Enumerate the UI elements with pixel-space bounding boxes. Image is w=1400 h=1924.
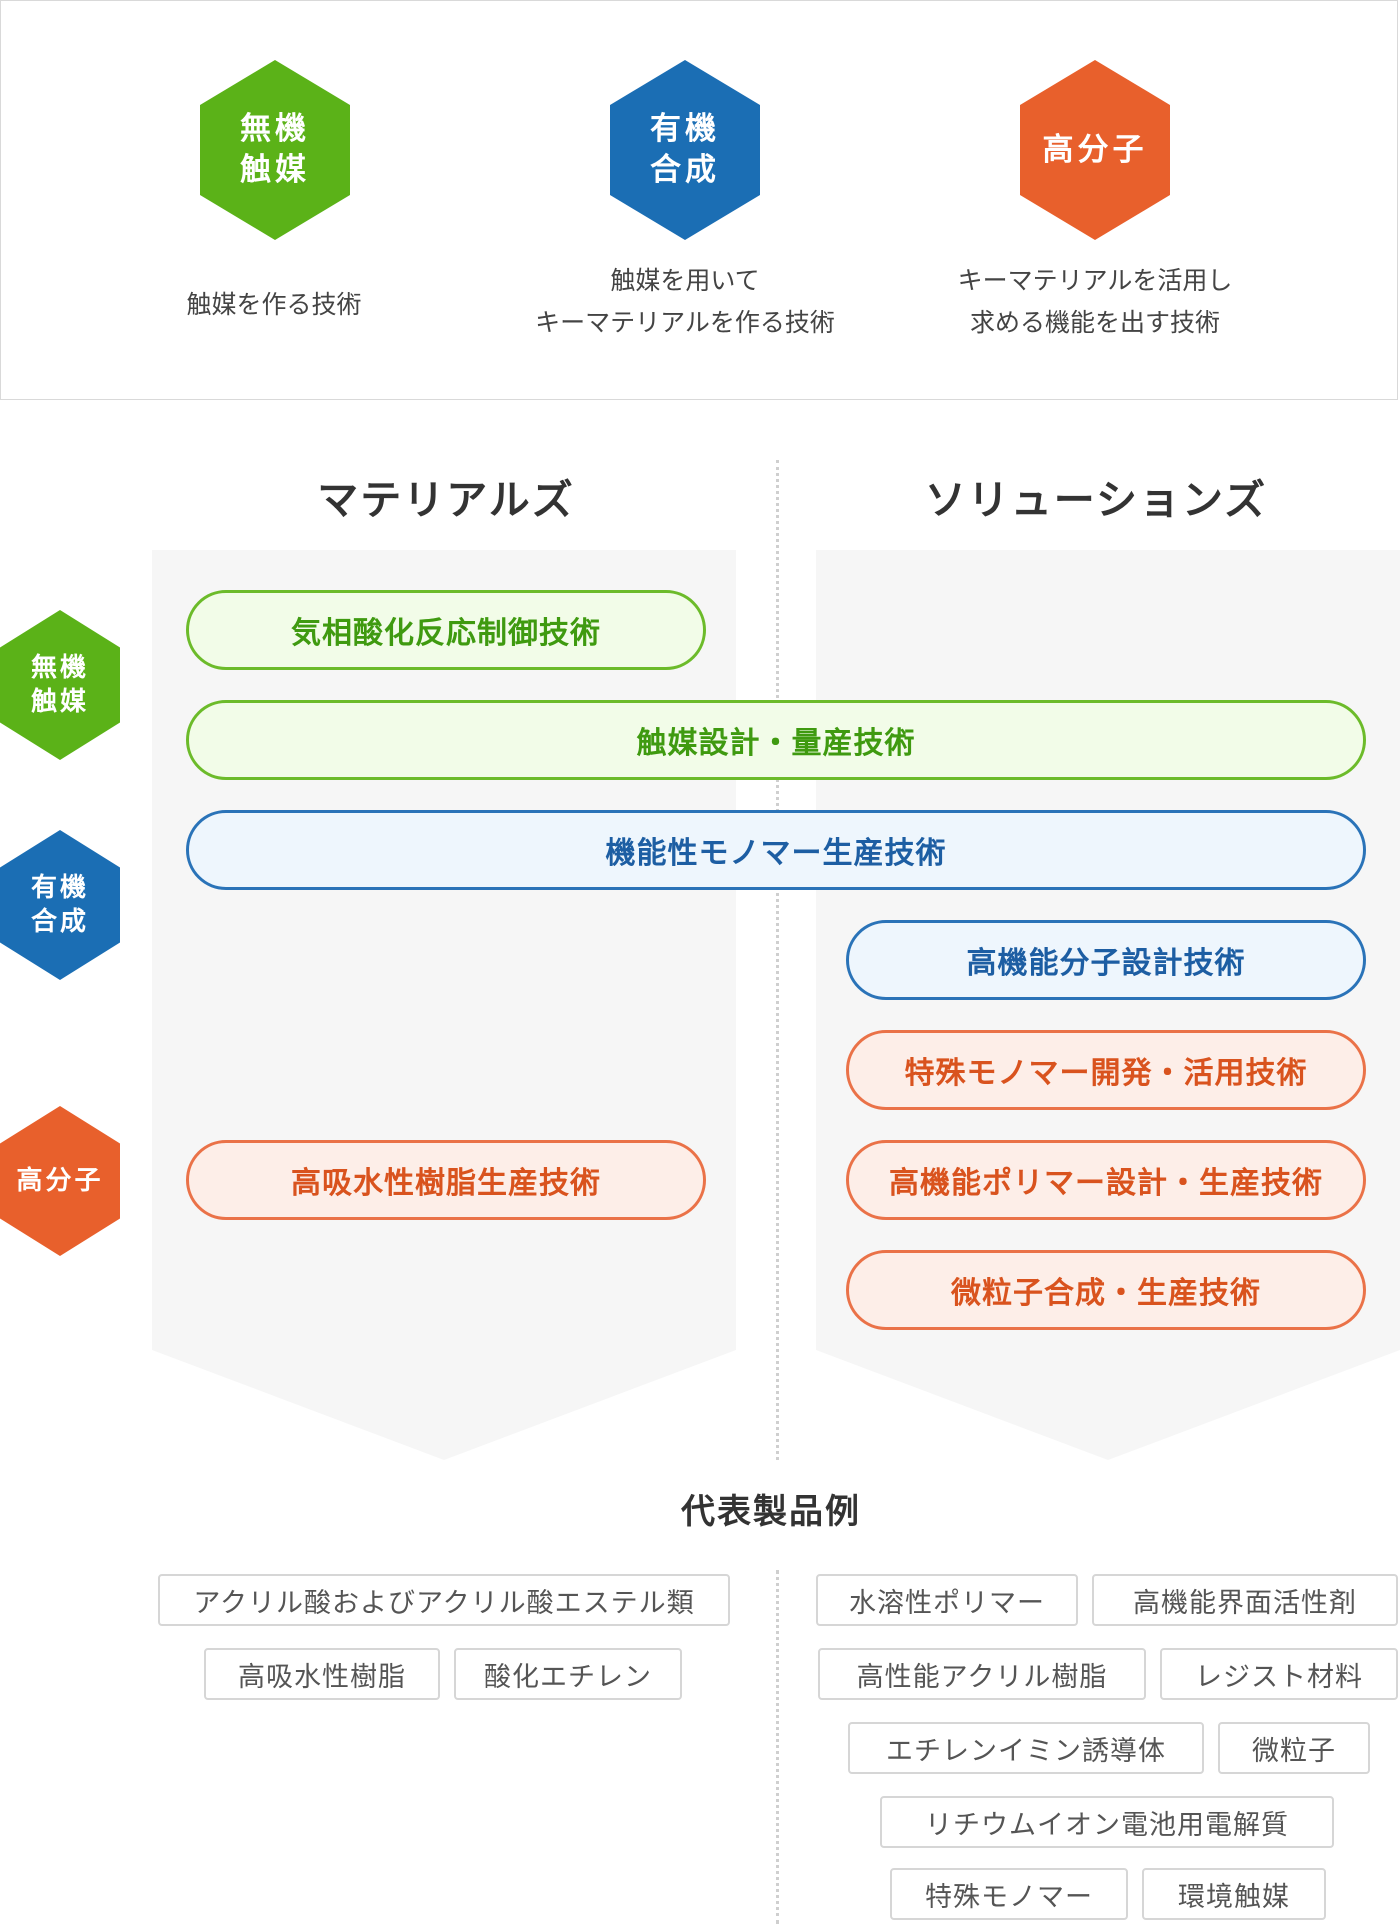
hex-label-line: 合成 [30, 907, 89, 937]
materials-arrow-shape [152, 550, 736, 1460]
tech-functional-polymer-design: 高機能ポリマー設計・生産技術 [846, 1140, 1366, 1220]
product-tag: 高性能アクリル樹脂 [818, 1648, 1146, 1700]
product-tag: 酸化エチレン [454, 1648, 682, 1700]
description-line: 触媒を用いて [610, 266, 760, 295]
hex-label-line: 無機 [240, 111, 310, 147]
hex-label-line: 有機 [650, 111, 720, 147]
side-hex-polymer: 高分子 [0, 1106, 120, 1256]
description-organic: 触媒を用いて キーマテリアルを作る技術 [480, 260, 890, 344]
hex-inorganic-catalyst: 無機 触媒 [200, 60, 350, 240]
hex-label-line: 高分子 [1042, 131, 1148, 168]
product-tag: レジスト材料 [1160, 1648, 1398, 1700]
product-tag: 水溶性ポリマー [816, 1574, 1078, 1626]
hex-polymer: 高分子 [1020, 60, 1170, 240]
side-hex-organic-synthesis: 有機 合成 [0, 830, 120, 980]
side-hex-inorganic-catalyst: 無機 触媒 [0, 610, 120, 760]
column-heading-materials: マテリアルズ [317, 476, 575, 524]
products-divider [776, 1570, 779, 1924]
products-title: 代表製品例 [681, 1492, 861, 1532]
tech-gas-phase-oxidation: 気相酸化反応制御技術 [186, 590, 706, 670]
hex-organic-synthesis: 有機 合成 [610, 60, 760, 240]
tech-functional-monomer-production: 機能性モノマー生産技術 [186, 810, 1366, 890]
description-line: キーマテリアルを作る技術 [535, 308, 835, 337]
product-tag: リチウムイオン電池用電解質 [880, 1796, 1334, 1848]
product-tag: アクリル酸およびアクリル酸エステル類 [158, 1574, 730, 1626]
product-tag: 特殊モノマー [890, 1868, 1128, 1920]
tech-special-monomer: 特殊モノマー開発・活用技術 [846, 1030, 1366, 1110]
description-line: 求める機能を出す技術 [969, 308, 1220, 337]
description-line: キーマテリアルを活用し [957, 266, 1233, 295]
description-polymer: キーマテリアルを活用し 求める機能を出す技術 [905, 260, 1285, 344]
product-tag: 微粒子 [1218, 1722, 1370, 1774]
hex-label-line: 触媒 [30, 687, 89, 717]
product-tag: 高機能界面活性剤 [1092, 1574, 1398, 1626]
tech-catalyst-design-production: 触媒設計・量産技術 [186, 700, 1366, 780]
hex-label-line: 無機 [30, 653, 89, 683]
product-tag: 高吸水性樹脂 [204, 1648, 440, 1700]
hex-label-line: 高分子 [16, 1166, 104, 1196]
description-inorganic: 触媒を作る技術 [114, 284, 434, 326]
description-line: 触媒を作る技術 [186, 290, 362, 319]
product-tag: 環境触媒 [1142, 1868, 1326, 1920]
column-heading-solutions: ソリューションズ [924, 476, 1268, 524]
tech-superabsorbent-polymer: 高吸水性樹脂生産技術 [186, 1140, 706, 1220]
hex-label-line: 合成 [650, 152, 720, 188]
tech-fine-particle-synthesis: 微粒子合成・生産技術 [846, 1250, 1366, 1330]
product-tag: エチレンイミン誘導体 [848, 1722, 1204, 1774]
hex-label-line: 触媒 [240, 152, 310, 188]
hex-label-line: 有機 [30, 873, 89, 903]
column-divider [776, 460, 779, 1460]
tech-functional-molecule-design: 高機能分子設計技術 [846, 920, 1366, 1000]
